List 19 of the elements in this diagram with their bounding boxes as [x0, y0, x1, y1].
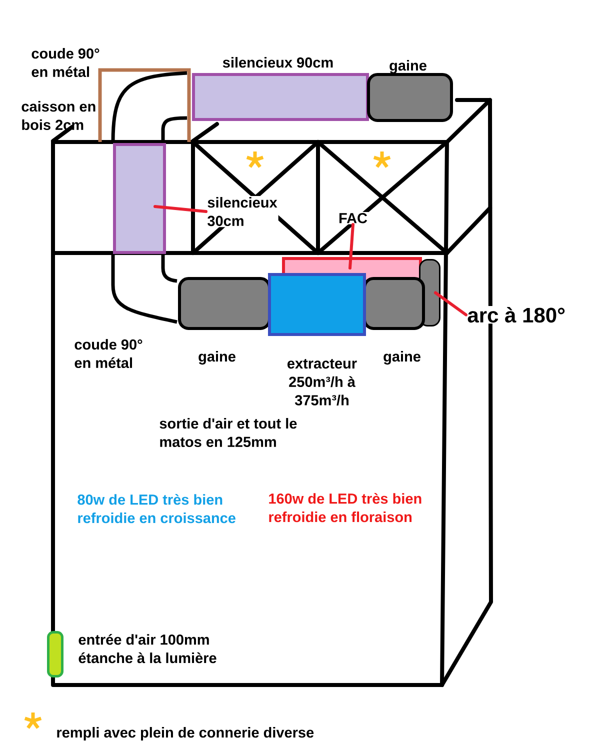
note-text: sortie d'air et tout le matos en 125mm [160, 418, 297, 448]
part-label: coude 90° en métal [32, 48, 100, 78]
leader-line [434, 291, 468, 316]
legend-text: rempli avec plein de connerie diverse [57, 727, 314, 741]
part-label: extracteur 250m³/h à 375m³/h [288, 359, 357, 406]
silencer-box [113, 143, 166, 254]
note-text: 80w de LED très bien refroidie en croissance [78, 494, 236, 524]
leader-line [348, 222, 354, 270]
part-label: silencieux 90cm [222, 57, 333, 68]
part-label: gaine [384, 351, 420, 365]
part-label: arc à 180° [466, 306, 566, 324]
leader-line [154, 205, 208, 214]
part-label: gaine [390, 60, 426, 74]
part-label: silencieux 30cm [206, 196, 278, 228]
part-label: entrée d'air 100mm étanche à la lumière [78, 634, 216, 664]
part-label: coude 90° en métal [74, 339, 142, 368]
part-label: gaine [198, 351, 236, 365]
part-label: FAC [338, 212, 368, 224]
note-text: 160w de LED très bien refroidie en floraison [269, 493, 422, 522]
